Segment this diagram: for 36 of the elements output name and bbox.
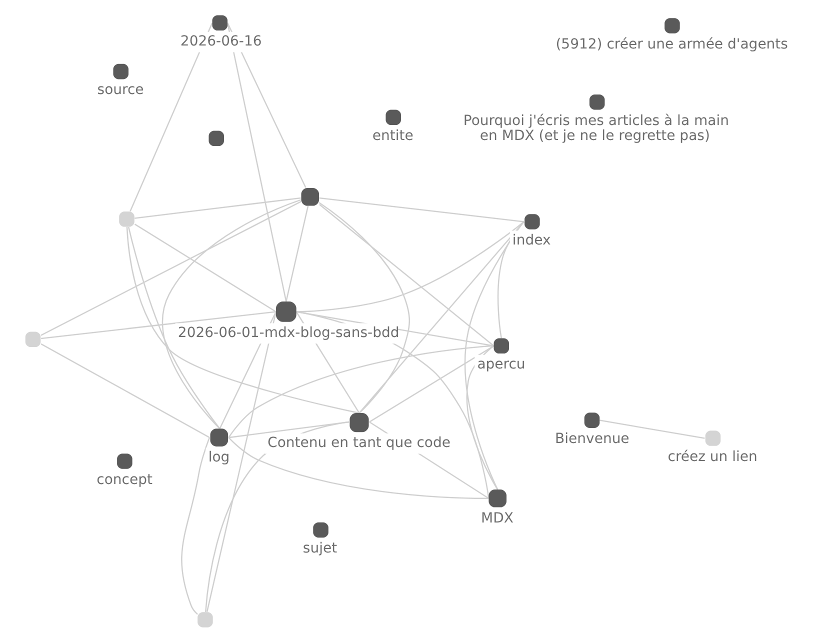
connector	[40, 343, 210, 438]
connector	[41, 311, 276, 340]
node-circle	[198, 612, 213, 628]
connector	[134, 224, 276, 312]
node-label: source	[97, 82, 144, 98]
node-label: entite	[372, 128, 414, 144]
node-circle	[25, 332, 41, 348]
connector	[226, 22, 306, 188]
connector	[466, 345, 498, 490]
connector	[319, 204, 494, 346]
connector	[134, 197, 301, 219]
connector	[286, 206, 309, 302]
connector	[319, 197, 524, 222]
connector	[296, 221, 524, 312]
node-label: MDX	[481, 510, 514, 526]
node-label: Bienvenue	[555, 430, 630, 447]
connector	[128, 226, 220, 430]
node-label: sujet	[302, 540, 338, 557]
node-circle	[208, 130, 224, 146]
node-circle	[301, 188, 320, 206]
connector	[464, 221, 524, 490]
connector	[228, 437, 489, 500]
connector	[181, 437, 210, 615]
connector	[228, 345, 494, 438]
connector	[40, 201, 302, 336]
node-label: Pourquoi j'écris mes articles à la main en MDX (et je ne le regrette pas)	[463, 112, 729, 144]
node-label: concept	[96, 472, 152, 488]
node-label: créez un lien	[668, 448, 758, 465]
node-circle	[119, 212, 134, 227]
node-label: (5912) créer une armée d'agents	[556, 36, 788, 52]
connector	[369, 345, 494, 423]
connector	[130, 22, 213, 212]
connector	[226, 22, 287, 302]
connector	[600, 420, 705, 439]
connector	[228, 421, 350, 438]
connector	[318, 202, 410, 414]
